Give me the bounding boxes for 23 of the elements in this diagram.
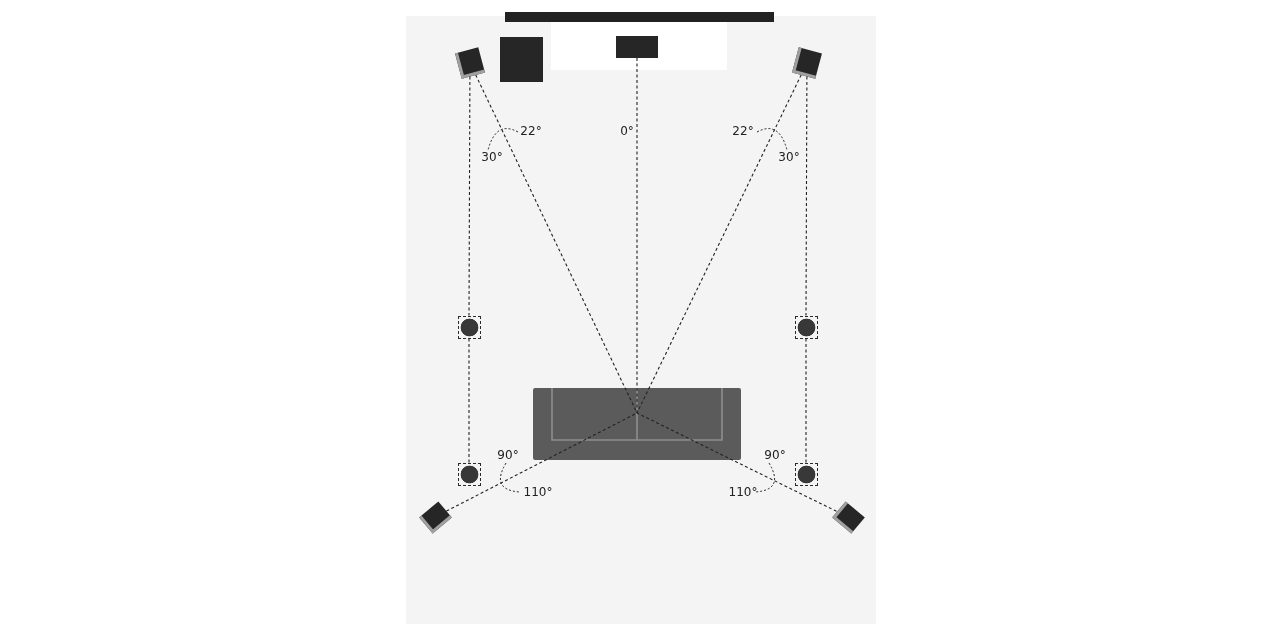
dashed-line <box>636 74 802 414</box>
dashed-line <box>445 412 638 512</box>
angle-label: 90° <box>764 448 786 462</box>
angle-label: 22° <box>520 124 542 138</box>
dashed-line <box>636 57 638 414</box>
angle-label: 90° <box>497 448 519 462</box>
dashed-line <box>805 337 807 464</box>
dashed-line <box>468 337 470 464</box>
angle-label: 110° <box>728 485 758 499</box>
dashed-line <box>636 412 838 512</box>
speaker-box <box>616 36 658 58</box>
ceiling-speaker <box>457 315 481 339</box>
speaker-box <box>500 37 543 82</box>
angle-label: 0° <box>620 124 634 138</box>
dashed-line <box>805 75 808 317</box>
dashed-line <box>468 75 471 317</box>
ceiling-speaker <box>794 462 818 486</box>
ceiling-speaker <box>794 315 818 339</box>
angle-label: 30° <box>778 150 800 164</box>
angle-label: 110° <box>523 485 553 499</box>
angle-label: 30° <box>481 150 503 164</box>
angle-label: 22° <box>732 124 754 138</box>
ceiling-speaker <box>457 462 481 486</box>
